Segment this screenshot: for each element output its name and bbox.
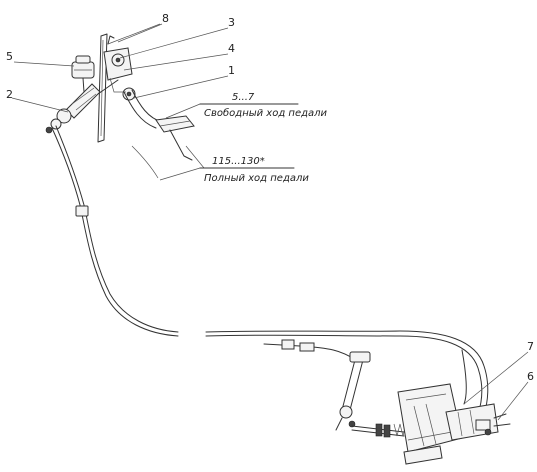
callout-7: 7	[463, 340, 534, 405]
full-travel-value: 115...130*	[212, 156, 265, 167]
free-play-label: Свободный ход педали	[204, 107, 328, 119]
callout-label-8: 8	[162, 12, 169, 25]
full-travel-label: Полный ход педали	[204, 173, 309, 184]
master-cylinder	[45, 83, 101, 134]
full-travel-dimension: 115...130* Полный ход педали	[131, 145, 309, 184]
callout-5: 5	[6, 50, 75, 67]
slave-cylinder-assembly	[335, 351, 511, 465]
callout-label-6: 6	[527, 370, 534, 383]
callout-8: 8	[117, 12, 169, 43]
callout-2: 2	[6, 88, 69, 113]
line-fitting	[281, 339, 295, 350]
clutch-pedal	[123, 89, 195, 161]
hose-clamp	[75, 205, 89, 217]
callout-label-5: 5	[6, 50, 13, 63]
return-spring	[107, 23, 161, 45]
hydraulic-pipeline	[51, 125, 489, 415]
callout-label-4: 4	[228, 42, 235, 55]
callout-6: 6	[497, 370, 534, 421]
callout-label-1: 1	[228, 64, 235, 77]
callout-4: 4	[123, 42, 235, 71]
callout-label-3: 3	[228, 16, 235, 29]
callout-3: 3	[119, 16, 235, 59]
callout-1: 1	[133, 64, 235, 99]
pedal-pivot-bracket	[103, 35, 136, 101]
free-play-dimension: 5...7 Свободный ход педали	[165, 92, 328, 119]
callout-label-7: 7	[527, 340, 534, 353]
line-fitting	[299, 342, 315, 352]
callout-label-2: 2	[6, 88, 13, 101]
pedal-assembly	[45, 23, 195, 161]
fluid-reservoir	[71, 55, 95, 93]
free-play-value: 5...7	[232, 92, 255, 103]
